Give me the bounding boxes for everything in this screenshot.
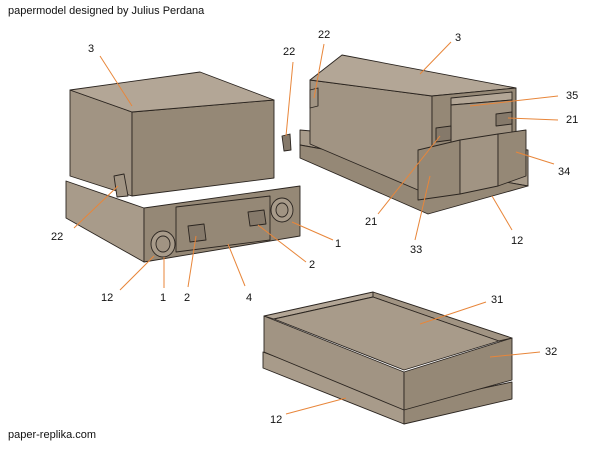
vent-right — [247, 209, 267, 227]
model-rear-view — [299, 54, 529, 215]
callout-2-front-right: 2 — [309, 259, 315, 271]
model-front-view — [65, 71, 301, 263]
website-credit: paper-replika.com — [8, 429, 97, 441]
callout-numbers: 3 22 22 12 1 2 4 2 1 22 3 35 21 34 21 33… — [51, 29, 578, 426]
tray-wall-front — [403, 337, 513, 411]
callout-1-front-left: 1 — [160, 292, 166, 304]
callout-21-rear-left: 21 — [365, 216, 377, 228]
callout-22-front-left: 22 — [51, 231, 63, 243]
designer-credit: papermodel designed by Julius Perdana — [8, 5, 205, 17]
headlight-right-inner — [275, 202, 289, 218]
callout-33-rear: 33 — [410, 244, 422, 256]
cabin-roof — [69, 71, 275, 113]
small-block-21a — [495, 111, 513, 127]
box-middle — [459, 133, 499, 195]
callout-32-tray: 32 — [545, 346, 557, 358]
rear-hook-right — [281, 133, 292, 152]
callout-3-front: 3 — [88, 43, 94, 55]
callout-2-front-left: 2 — [184, 292, 190, 304]
callout-22-front-right: 22 — [283, 46, 295, 58]
cabin-front — [131, 99, 275, 197]
callout-31-tray: 31 — [491, 294, 503, 306]
callout-35-rear: 35 — [566, 90, 578, 102]
box-34 — [497, 129, 527, 187]
box-33 — [417, 139, 461, 201]
rear-hook-left — [113, 173, 129, 198]
small-block-21b — [435, 125, 452, 143]
tray-floor — [273, 296, 500, 371]
callout-34-rear: 34 — [558, 166, 570, 178]
callout-1-front-right: 1 — [335, 238, 341, 250]
tray-view — [262, 291, 513, 425]
callout-4-front: 4 — [246, 292, 252, 304]
callout-3-rear: 3 — [455, 32, 461, 44]
callout-12-front: 12 — [101, 292, 113, 304]
callout-12-rear: 12 — [511, 235, 523, 247]
callout-21-rear-right: 21 — [566, 114, 578, 126]
headlight-left-inner — [155, 235, 171, 253]
callout-22-rear: 22 — [318, 29, 330, 41]
leader-lines — [73, 41, 559, 415]
vent-left — [187, 223, 207, 243]
callout-12-tray: 12 — [270, 414, 282, 426]
